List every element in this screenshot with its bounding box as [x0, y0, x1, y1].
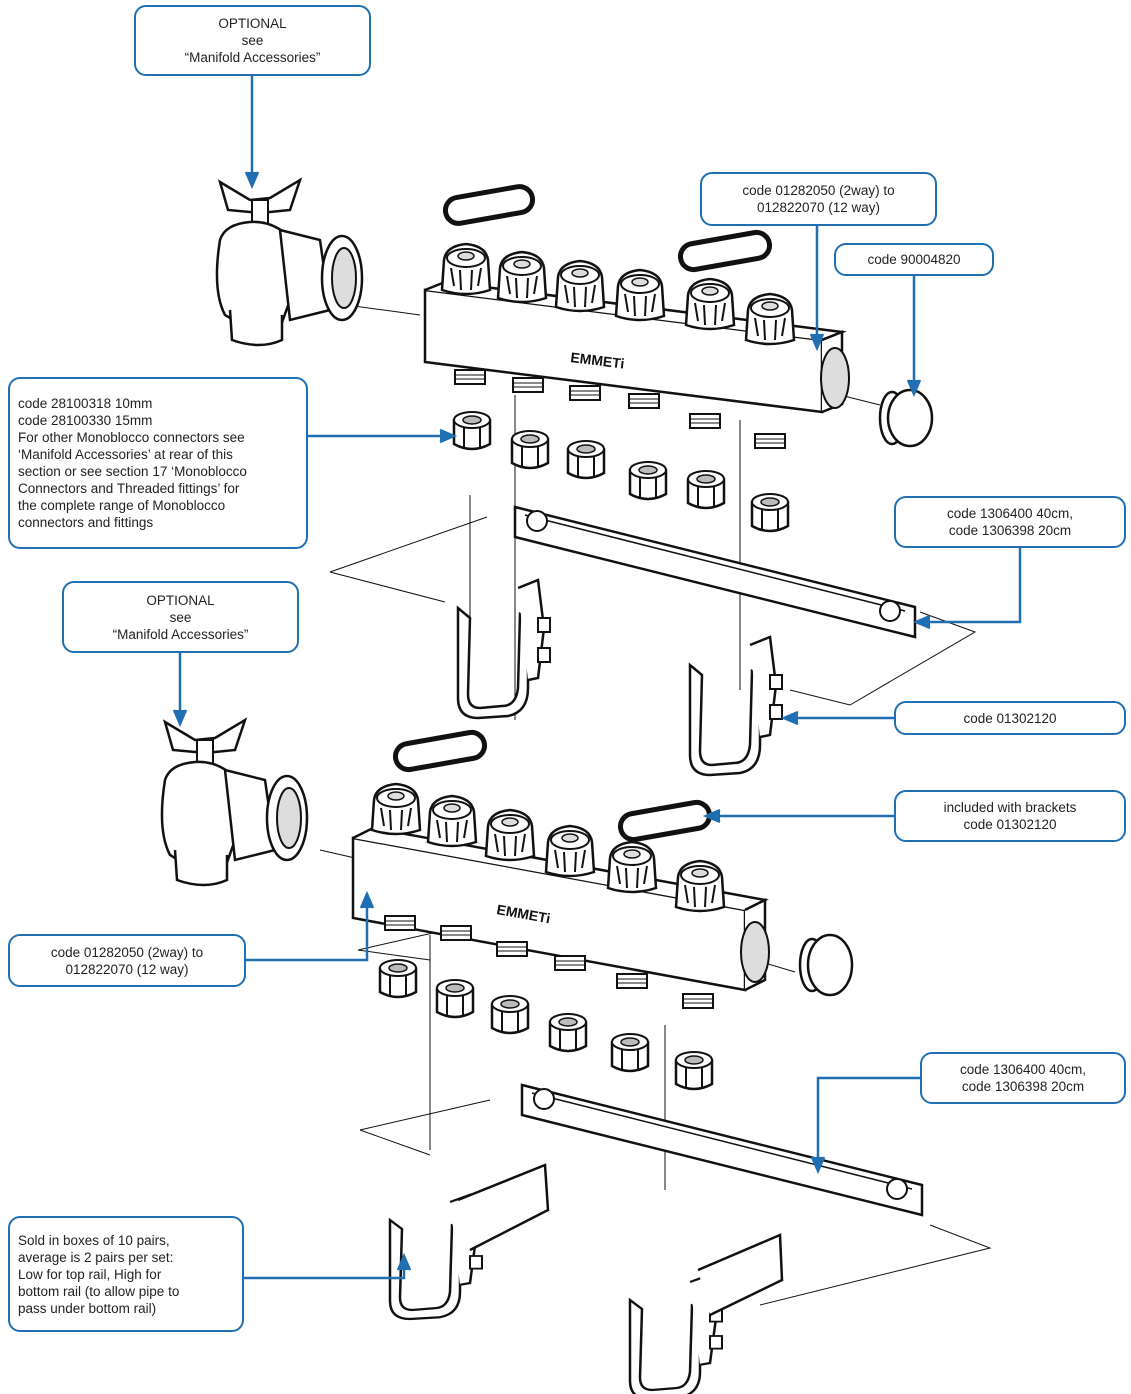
callout-end-cap-code: code 90004820 [834, 243, 994, 276]
callout-line: code 01282050 (2way) to [50, 944, 204, 960]
callout-optional-top: OPTIONAL see “Manifold Accessories” [134, 5, 371, 76]
callout-line: code 1306398 20cm [948, 523, 1072, 538]
callout-rail-code-top: code 1306400 40cm, code 1306398 20cm [894, 496, 1126, 548]
callout-line: see [241, 33, 264, 48]
leader-lines [172, 76, 1022, 1280]
ball-valve-icon [160, 718, 309, 887]
callout-line: included with brackets [943, 800, 1077, 815]
callout-rail-code-bottom: code 1306400 40cm, code 1306398 20cm [920, 1052, 1126, 1104]
callout-line: code 28100318 10mm [18, 396, 153, 411]
callout-line: code 90004820 [867, 252, 961, 267]
connector-nut-icon [452, 410, 790, 533]
gasket-icon [442, 184, 536, 226]
callout-optional-bottom: OPTIONAL see “Manifold Accessories” [62, 581, 299, 653]
callout-line: ‘Manifold Accessories’ at rear of this [18, 447, 233, 462]
callout-line: see [169, 609, 192, 625]
rail-icon [520, 1083, 924, 1217]
callout-manifold-code-bottom: code 01282050 (2way) to 012822070 (12 wa… [8, 934, 246, 987]
ball-valve-icon [215, 178, 364, 347]
callout-bracket-code: code 01302120 [894, 701, 1126, 735]
bottom-assembly: EMMETi [160, 718, 992, 1394]
rail-icon [513, 505, 917, 639]
callout-line: Sold in boxes of 10 pairs, [18, 1232, 170, 1248]
callout-line: the complete range of Monoblocco [18, 498, 226, 513]
callout-line: OPTIONAL [218, 16, 287, 31]
callout-line: bottom rail (to allow pipe to [18, 1283, 180, 1299]
callout-line: Low for top rail, High for [18, 1266, 162, 1282]
callout-line: code 01302120 [963, 817, 1057, 832]
callout-line: OPTIONAL [146, 592, 215, 608]
callout-line: average is 2 pairs per set: [18, 1249, 174, 1265]
bracket-icon [456, 578, 552, 720]
callout-line: connectors and fittings [18, 515, 154, 530]
callout-line: 012822070 (12 way) [756, 200, 881, 215]
gasket-icon [617, 799, 713, 843]
callout-line: For other Monoblocco connectors see [18, 430, 245, 445]
gasket-icon [677, 229, 773, 273]
callout-line: code 1306400 40cm, [959, 1062, 1087, 1077]
bracket-icon [688, 635, 784, 777]
callout-line: “Manifold Accessories” [184, 50, 321, 65]
callout-gasket-included: included with brackets code 01302120 [894, 790, 1126, 842]
callout-line: 012822070 (12 way) [65, 961, 189, 977]
callout-line: code 01282050 (2way) to [742, 183, 895, 198]
gasket-icon [392, 729, 488, 773]
callout-connectors: code 28100318 10mm code 28100330 15mm Fo… [8, 377, 308, 549]
callout-line: pass under bottom rail) [18, 1300, 157, 1316]
brand-logo: EMMETi [570, 349, 626, 371]
callout-line: code 1306398 20cm [961, 1079, 1085, 1094]
callout-manifold-code-top: code 01282050 (2way) to 012822070 (12 wa… [700, 172, 937, 226]
callout-line: code 01302120 [963, 710, 1057, 726]
top-assembly: EMMETi [215, 178, 977, 777]
callout-bracket-boxes: Sold in boxes of 10 pairs, average is 2 … [8, 1216, 244, 1332]
callout-line: code 28100330 15mm [18, 413, 153, 428]
end-cap-icon [878, 388, 934, 448]
callout-line: code 1306400 40cm, [946, 506, 1074, 521]
callout-line: section or see section 17 ‘Monoblocco [18, 464, 247, 479]
callout-line: Connectors and Threaded fittings’ for [18, 481, 240, 496]
end-cap-icon [798, 933, 854, 997]
callout-line: “Manifold Accessories” [112, 626, 249, 642]
